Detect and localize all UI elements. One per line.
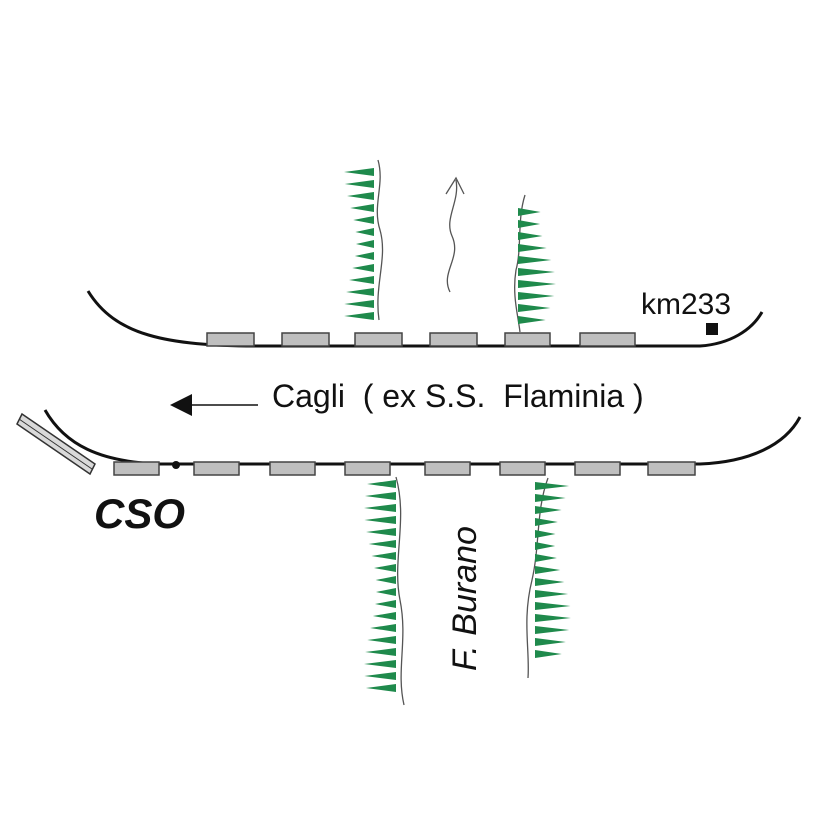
embankment-triangle	[371, 552, 396, 560]
embankment-triangle	[518, 220, 541, 228]
river-label: F. Burano	[446, 526, 484, 671]
embankment-triangle	[368, 540, 396, 548]
embankment-triangle	[372, 612, 396, 620]
embankment-triangle	[535, 578, 565, 586]
embankment-triangle	[349, 276, 374, 284]
embankment-triangle	[353, 216, 374, 224]
parapet-block	[429, 332, 478, 347]
embankment-triangle	[518, 280, 556, 288]
embankment-triangle	[367, 480, 396, 488]
parapet-block	[574, 461, 621, 476]
embankment-triangle	[535, 590, 569, 598]
km-label: km233	[641, 288, 731, 321]
parapet-block	[499, 461, 546, 476]
parapet-block	[344, 461, 391, 476]
embankment-triangle	[535, 482, 570, 490]
embankment-triangle	[518, 232, 543, 240]
embankment-triangle	[364, 516, 396, 524]
site-label: CSO	[94, 490, 185, 537]
embankment-triangle	[364, 492, 396, 500]
embankment-triangle	[347, 192, 374, 200]
embankment-triangle	[535, 650, 562, 658]
north-parapets	[206, 332, 636, 347]
embankment-triangle	[535, 542, 556, 550]
embankment-triangle	[350, 204, 374, 212]
parapet-block	[647, 461, 696, 476]
embankment-triangle	[535, 638, 566, 646]
embankment-triangle	[365, 648, 396, 656]
embankment-triangle	[535, 494, 566, 502]
embankment-triangle	[370, 624, 396, 632]
embankment-triangle	[535, 614, 571, 622]
embankment-hatch-southeast	[535, 482, 571, 658]
parapet-block	[113, 461, 160, 476]
embankment-triangle	[355, 240, 374, 248]
embankment-triangle	[518, 208, 541, 216]
embankment-triangle	[535, 554, 557, 562]
east-bank-line-north	[514, 194, 526, 333]
parapet-block	[281, 332, 330, 347]
river-flow-arrow-icon	[445, 176, 465, 293]
embankment-triangle	[518, 256, 552, 264]
embankment-triangle	[344, 312, 374, 320]
embankment-triangle	[344, 180, 374, 188]
embankment-triangle	[352, 264, 374, 272]
south-parapets	[113, 461, 696, 476]
parapet-block	[206, 332, 255, 347]
embankment-triangle	[535, 518, 558, 526]
west-bank-line-south	[395, 476, 405, 706]
parapet-block	[579, 332, 636, 347]
embankment-triangle	[518, 268, 555, 276]
embankment-triangle	[374, 600, 396, 608]
site-marker-icon	[172, 461, 180, 469]
embankment-triangle	[346, 288, 374, 296]
embankment-triangle	[518, 316, 546, 324]
embankment-triangle	[354, 252, 374, 260]
side-road	[16, 412, 96, 476]
embankment-triangle	[535, 626, 570, 634]
embankment-triangle	[364, 504, 396, 512]
embankment-triangle	[535, 602, 571, 610]
embankment-triangle	[366, 528, 396, 536]
embankment-triangle	[344, 300, 374, 308]
embankment-triangle	[375, 588, 396, 596]
embankment-triangle	[535, 566, 561, 574]
embankment-triangle	[365, 684, 396, 692]
parapet-block	[504, 332, 551, 347]
road-label: Cagli ( ex S.S. Flaminia )	[272, 378, 644, 414]
km-marker-icon	[706, 323, 718, 335]
embankment-triangle	[518, 244, 547, 252]
embankment-triangle	[375, 576, 396, 584]
embankment-triangle	[535, 530, 556, 538]
road-south-edge	[43, 409, 802, 466]
road-direction-arrow-icon	[170, 394, 258, 416]
embankment-triangle	[367, 636, 396, 644]
embankment-triangle	[373, 564, 396, 572]
embankment-triangle	[355, 228, 374, 236]
embankment-hatch-southwest	[364, 480, 396, 692]
embankment-triangle	[535, 506, 562, 514]
west-bank-line-north	[376, 159, 384, 321]
parapet-block	[193, 461, 240, 476]
embankment-hatch-northeast	[518, 208, 556, 324]
embankment-hatch-northwest	[344, 168, 374, 320]
embankment-triangle	[344, 168, 374, 176]
embankment-triangle	[518, 304, 551, 312]
parapet-block	[354, 332, 403, 347]
parapet-block	[424, 461, 471, 476]
embankment-triangle	[364, 672, 396, 680]
parapet-block	[269, 461, 316, 476]
side-road-centerline	[18, 418, 93, 470]
embankment-triangle	[518, 292, 555, 300]
embankment-triangle	[364, 660, 396, 668]
